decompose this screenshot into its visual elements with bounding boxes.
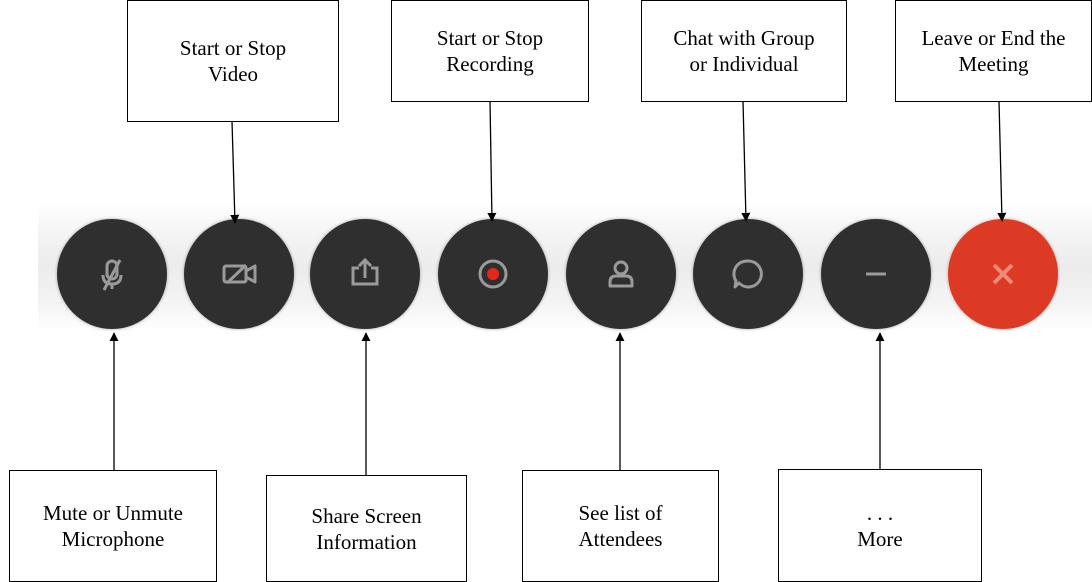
mute-microphone-button[interactable] bbox=[57, 219, 167, 329]
microphone-muted-icon bbox=[101, 259, 123, 291]
share-screen-button[interactable] bbox=[310, 219, 420, 329]
callout-chat-text: Chat with Group or Individual bbox=[673, 26, 815, 76]
share-screen-icon bbox=[351, 257, 379, 286]
callout-attendees-text: See list of Attendees bbox=[578, 501, 663, 551]
callout-end-text: Leave or End the Meeting bbox=[921, 26, 1066, 76]
callout-more: . . . More bbox=[778, 469, 982, 582]
callout-video-text: Start or Stop Video bbox=[179, 36, 287, 86]
arrow-record bbox=[487, 100, 497, 222]
record-icon bbox=[478, 259, 508, 289]
arrow-video bbox=[230, 120, 240, 224]
callout-attendees: See list of Attendees bbox=[522, 470, 719, 582]
callout-microphone: Mute or Unmute Microphone bbox=[9, 470, 217, 582]
callout-record: Start or Stop Recording bbox=[391, 0, 589, 102]
callout-share: Share Screen Information bbox=[266, 475, 467, 582]
arrow-chat bbox=[741, 100, 751, 222]
more-button[interactable] bbox=[821, 219, 931, 329]
record-button[interactable] bbox=[438, 219, 548, 329]
callout-microphone-text: Mute or Unmute Microphone bbox=[43, 501, 183, 551]
person-icon bbox=[608, 260, 634, 288]
close-x-icon bbox=[992, 263, 1014, 285]
chat-button[interactable] bbox=[693, 219, 803, 329]
video-camera-icon bbox=[222, 263, 257, 285]
attendees-button[interactable] bbox=[566, 219, 676, 329]
callout-chat: Chat with Group or Individual bbox=[641, 0, 847, 102]
callout-more-text: . . . More bbox=[857, 500, 903, 551]
callout-record-text: Start or Stop Recording bbox=[436, 26, 544, 76]
callout-end: Leave or End the Meeting bbox=[895, 0, 1092, 102]
arrow-end bbox=[997, 100, 1007, 222]
callout-share-text: Share Screen Information bbox=[311, 503, 422, 554]
more-dash-icon bbox=[866, 272, 886, 276]
end-meeting-button[interactable] bbox=[948, 219, 1058, 329]
video-button[interactable] bbox=[184, 219, 294, 329]
chat-bubble-icon bbox=[732, 259, 763, 289]
callout-video: Start or Stop Video bbox=[127, 0, 339, 122]
